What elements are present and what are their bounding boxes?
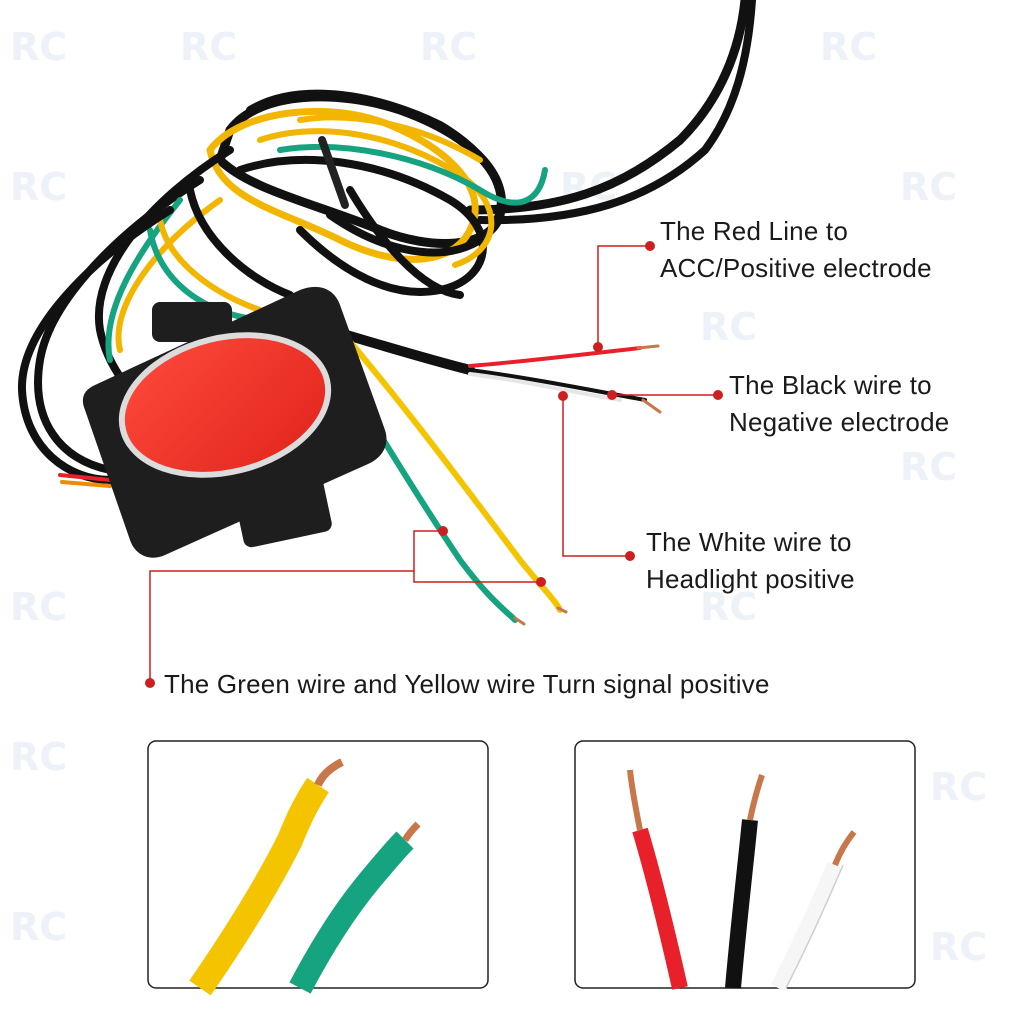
module-face [124,338,326,472]
watermark-text: RC [700,585,757,629]
green-yellow-bracket [413,530,541,583]
watermark-text: RC [900,165,957,209]
watermark-text: RC [10,165,67,209]
watermark-text: RC [180,25,237,69]
watermark-text: RC [420,25,477,69]
white-label-line2: Headlight positive [646,564,855,594]
label-green-yellow: The Green wire and Yellow wire Turn sign… [164,669,770,699]
copper-strands [627,769,643,831]
watermark-text: RC [10,25,67,69]
watermark-text: RC [820,25,877,69]
red-label-line2: ACC/Positive electrode [660,253,932,283]
watermark-layer: RC RC RC RC RC RC RC RC RC RC RC RC RC R… [10,25,987,969]
copper-strands [747,774,765,821]
copper-strands [314,758,344,787]
label-red: The Red Line to ACC/Positive electrode [660,216,932,283]
watermark-text: RC [700,305,757,349]
green-yellow-pointer [149,570,414,683]
copper-strands [402,821,421,842]
red-pointer [597,245,648,347]
watermark-text: RC [10,905,67,949]
watermark-text: RC [900,445,957,489]
wire-harness [17,0,756,626]
label-black: The Black wire to Negative electrode [729,370,949,437]
watermark-text: RC [10,585,67,629]
pointer-lines [149,245,718,683]
inset-yellow-green [147,740,489,996]
white-label-line1: The White wire to [646,527,852,557]
watermark-text: RC [930,925,987,969]
module-box [82,286,387,558]
copper-strands [832,830,857,867]
pointer-dots [145,241,723,688]
red-label-line1: The Red Line to [660,216,848,246]
label-white: The White wire to Headlight positive [646,527,855,594]
white-pointer [562,396,628,557]
green-yellow-label: The Green wire and Yellow wire Turn sign… [164,669,770,699]
watermark-text: RC [10,735,67,779]
black-label-line2: Negative electrode [729,407,949,437]
black-label-line1: The Black wire to [729,370,932,400]
inset-red-black-white [574,740,916,992]
watermark-text: RC [930,765,987,809]
